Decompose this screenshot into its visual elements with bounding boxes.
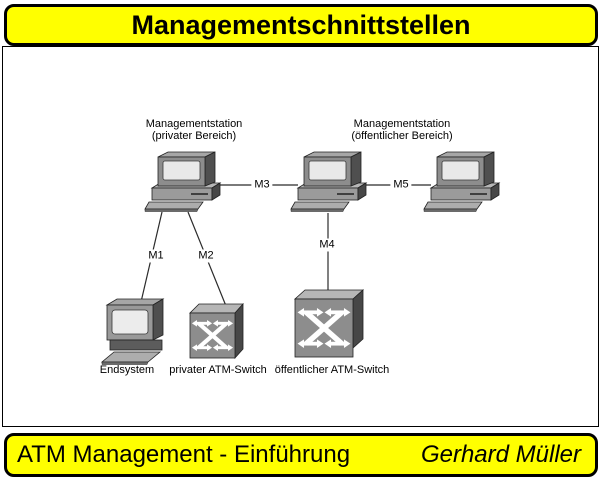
- private-atm-switch-label: privater ATM-Switch: [169, 364, 267, 376]
- footer-bar: ATM Management - Einführung Gerhard Müll…: [4, 433, 598, 477]
- footer-title: ATM Management - Einführung: [17, 441, 351, 468]
- footer-author: Gerhard Müller: [420, 441, 581, 468]
- page-title: Managementschnittstellen: [131, 9, 471, 40]
- link-label-m5: M5: [390, 178, 412, 192]
- link-label-m4: M4: [316, 238, 338, 252]
- public-atm-switch-icon: [293, 289, 365, 358]
- public-atm-switch-label: öffentlicher ATM-Switch: [274, 364, 390, 376]
- link-label-m2: M2: [195, 249, 217, 263]
- link-label-m3: M3: [251, 178, 273, 192]
- link-label-m1: M1: [145, 249, 167, 263]
- management-station-private-label: Managementstation (privater Bereich): [146, 118, 243, 142]
- management-station-public-icon: [290, 151, 367, 213]
- management-station-public-label: Managementstation (öffentlicher Bereich): [351, 118, 452, 142]
- station-label-line1: Managementstation: [353, 118, 451, 130]
- management-station-private-icon: [144, 151, 221, 213]
- private-atm-switch-icon: [189, 302, 244, 360]
- endsystem-icon: [100, 298, 165, 365]
- station-label-line2: (öffentlicher Bereich): [351, 130, 453, 142]
- workstation-icon: [423, 151, 500, 213]
- endsystem-label: Endsystem: [99, 364, 155, 376]
- station-label-line2: (privater Bereich): [151, 130, 237, 142]
- station-label-line1: Managementstation: [145, 118, 243, 130]
- title-bar: Managementschnittstellen: [4, 4, 598, 46]
- diagram-area: [2, 46, 599, 427]
